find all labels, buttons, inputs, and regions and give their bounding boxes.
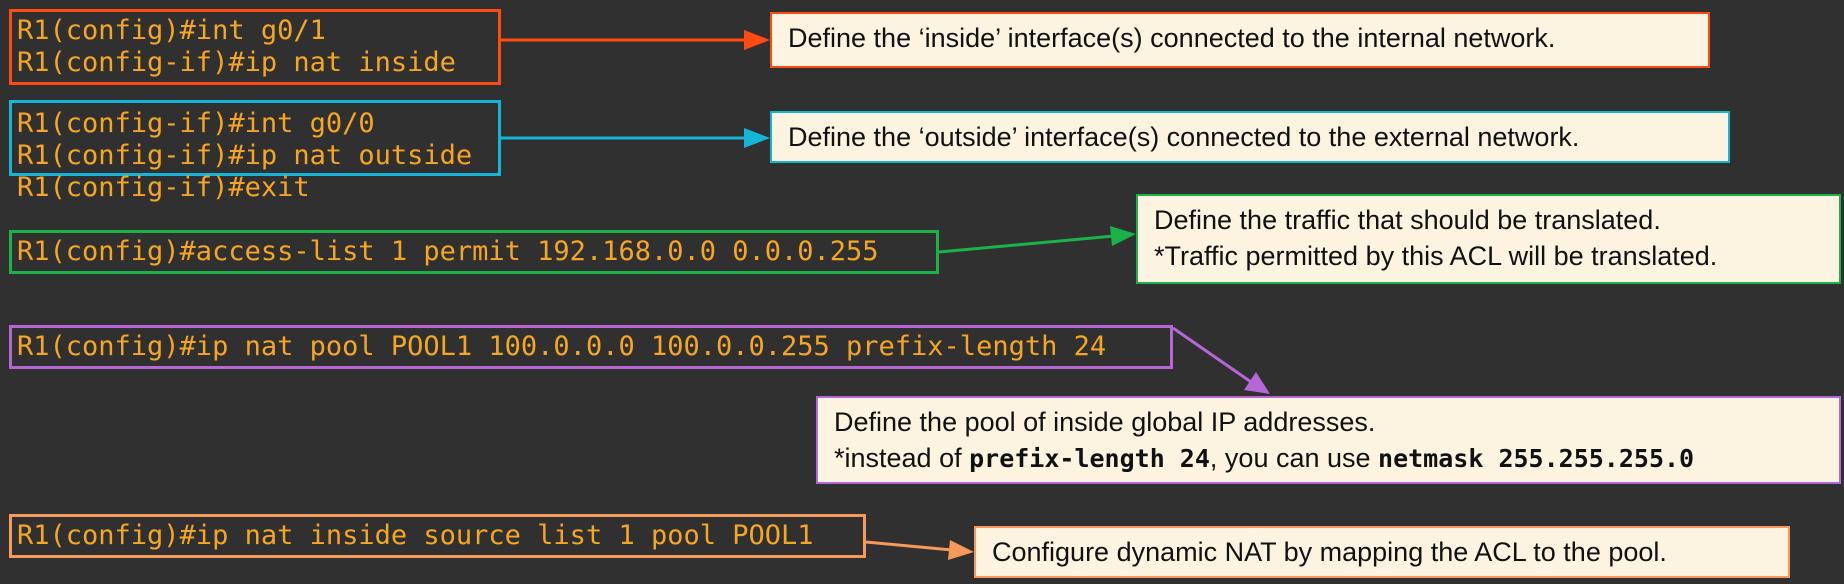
outside-command-box	[9, 100, 501, 176]
nat-source-command-box	[9, 514, 866, 558]
outside-note-text: Define the ‘outside’ interface(s) connec…	[788, 122, 1580, 152]
pool-arrow	[1172, 326, 1270, 394]
outside-note: Define the ‘outside’ interface(s) connec…	[770, 111, 1730, 163]
cli-line-int-g0-0: R1(config-if)#int g0/0	[17, 108, 375, 139]
pool-note-line2: *instead of prefix-length 24, you can us…	[834, 440, 1823, 477]
nat-note-text: Configure dynamic NAT by mapping the ACL…	[992, 537, 1667, 567]
pool-note-line1: Define the pool of inside global IP addr…	[834, 407, 1376, 437]
acl-note-line1: Define the traffic that should be transl…	[1154, 205, 1661, 235]
inside-note: Define the ‘inside’ interface(s) connect…	[770, 12, 1710, 68]
cli-line-nat-inside-source: R1(config)#ip nat inside source list 1 p…	[17, 520, 814, 551]
nat-note: Configure dynamic NAT by mapping the ACL…	[974, 526, 1790, 578]
cli-line-nat-inside: R1(config-if)#ip nat inside	[17, 47, 456, 78]
cli-line-exit: R1(config-if)#exit	[17, 172, 310, 203]
cli-line-int-g0-1: R1(config)#int g0/1	[17, 15, 326, 46]
outside-arrow	[501, 128, 770, 148]
acl-note: Define the traffic that should be transl…	[1136, 194, 1841, 284]
acl-note-line2: *Traffic permitted by this ACL will be t…	[1154, 241, 1718, 271]
inside-note-text: Define the ‘inside’ interface(s) connect…	[788, 23, 1556, 53]
pool-note-prefix-text: *instead of	[834, 443, 970, 473]
cli-line-nat-outside: R1(config-if)#ip nat outside	[17, 140, 473, 171]
cli-line-access-list: R1(config)#access-list 1 permit 192.168.…	[17, 236, 879, 267]
inside-command-box	[9, 9, 501, 85]
prefix-length-code: prefix-length 24	[969, 444, 1210, 473]
pool-command-box	[9, 325, 1173, 369]
netmask-code: netmask 255.255.255.0	[1378, 444, 1695, 473]
acl-command-box	[9, 230, 939, 274]
cli-line-nat-pool: R1(config)#ip nat pool POOL1 100.0.0.0 1…	[17, 331, 1107, 362]
nat-arrow	[865, 540, 974, 560]
pool-note-mid-text: , you can use	[1209, 443, 1379, 473]
inside-arrow	[501, 30, 770, 50]
acl-arrow	[938, 226, 1136, 254]
pool-note: Define the pool of inside global IP addr…	[816, 396, 1841, 484]
